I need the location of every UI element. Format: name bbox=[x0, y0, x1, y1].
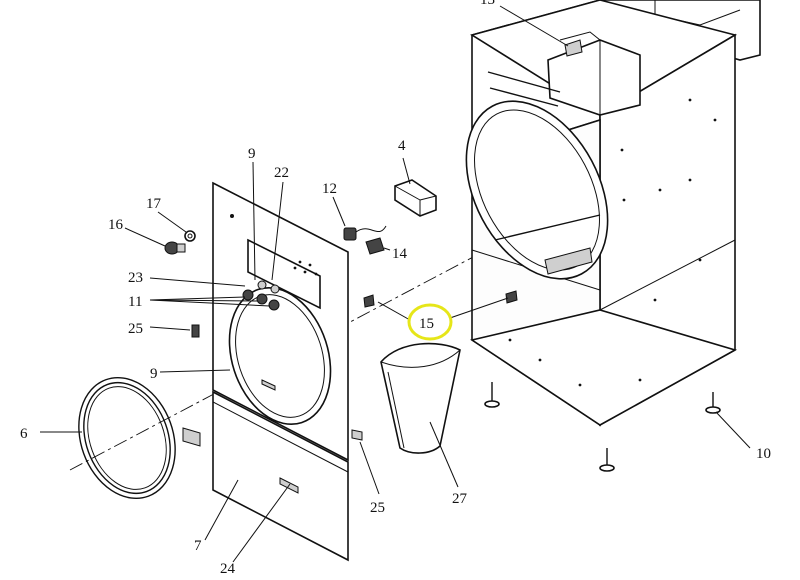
callout-25-lower: 25 bbox=[370, 500, 385, 516]
callout-12: 12 bbox=[322, 181, 337, 197]
part-4-bracket bbox=[394, 179, 437, 217]
callout-7: 7 bbox=[194, 538, 202, 554]
dryer-cabinet bbox=[465, 0, 761, 472]
callout-22: 22 bbox=[274, 165, 289, 181]
part-25-clip-lower bbox=[351, 429, 363, 441]
callout-4: 4 bbox=[398, 138, 406, 154]
callout-11: 11 bbox=[128, 294, 142, 310]
callout-15: 15 bbox=[419, 316, 434, 332]
callout-13: 13 bbox=[480, 0, 495, 8]
leader-lines bbox=[40, 5, 751, 563]
leveling-feet bbox=[484, 382, 721, 472]
lower-kick-panel bbox=[212, 390, 349, 562]
callout-6: 6 bbox=[20, 426, 28, 442]
part-14-switch bbox=[365, 237, 385, 255]
highlight-ring-15 bbox=[407, 303, 453, 341]
front-panel bbox=[212, 181, 349, 462]
callout-24: 24 bbox=[220, 561, 236, 577]
part-25-clip-upper bbox=[191, 324, 200, 338]
callout-9-top: 9 bbox=[248, 146, 256, 162]
callout-23: 23 bbox=[128, 270, 143, 286]
callout-16: 16 bbox=[108, 217, 124, 233]
door-hinge-clip bbox=[182, 427, 201, 447]
callout-10: 10 bbox=[756, 446, 771, 462]
callout-25-upper: 25 bbox=[128, 321, 143, 337]
door-gasket-ring bbox=[78, 376, 176, 500]
lint-bin bbox=[380, 342, 461, 454]
part-16-knob bbox=[164, 241, 186, 255]
callout-labels: 4 6 7 9 9 10 11 12 13 14 15 16 17 22 23 … bbox=[20, 0, 771, 577]
cabinet-screw-holes bbox=[508, 98, 717, 387]
part-15-fitting bbox=[363, 294, 375, 308]
callout-14: 14 bbox=[392, 246, 408, 262]
callout-9-mid: 9 bbox=[150, 366, 158, 382]
part-17-washer bbox=[184, 230, 196, 242]
callout-17: 17 bbox=[146, 196, 162, 212]
callout-27: 27 bbox=[452, 491, 468, 507]
part-12-sensor bbox=[343, 225, 387, 241]
